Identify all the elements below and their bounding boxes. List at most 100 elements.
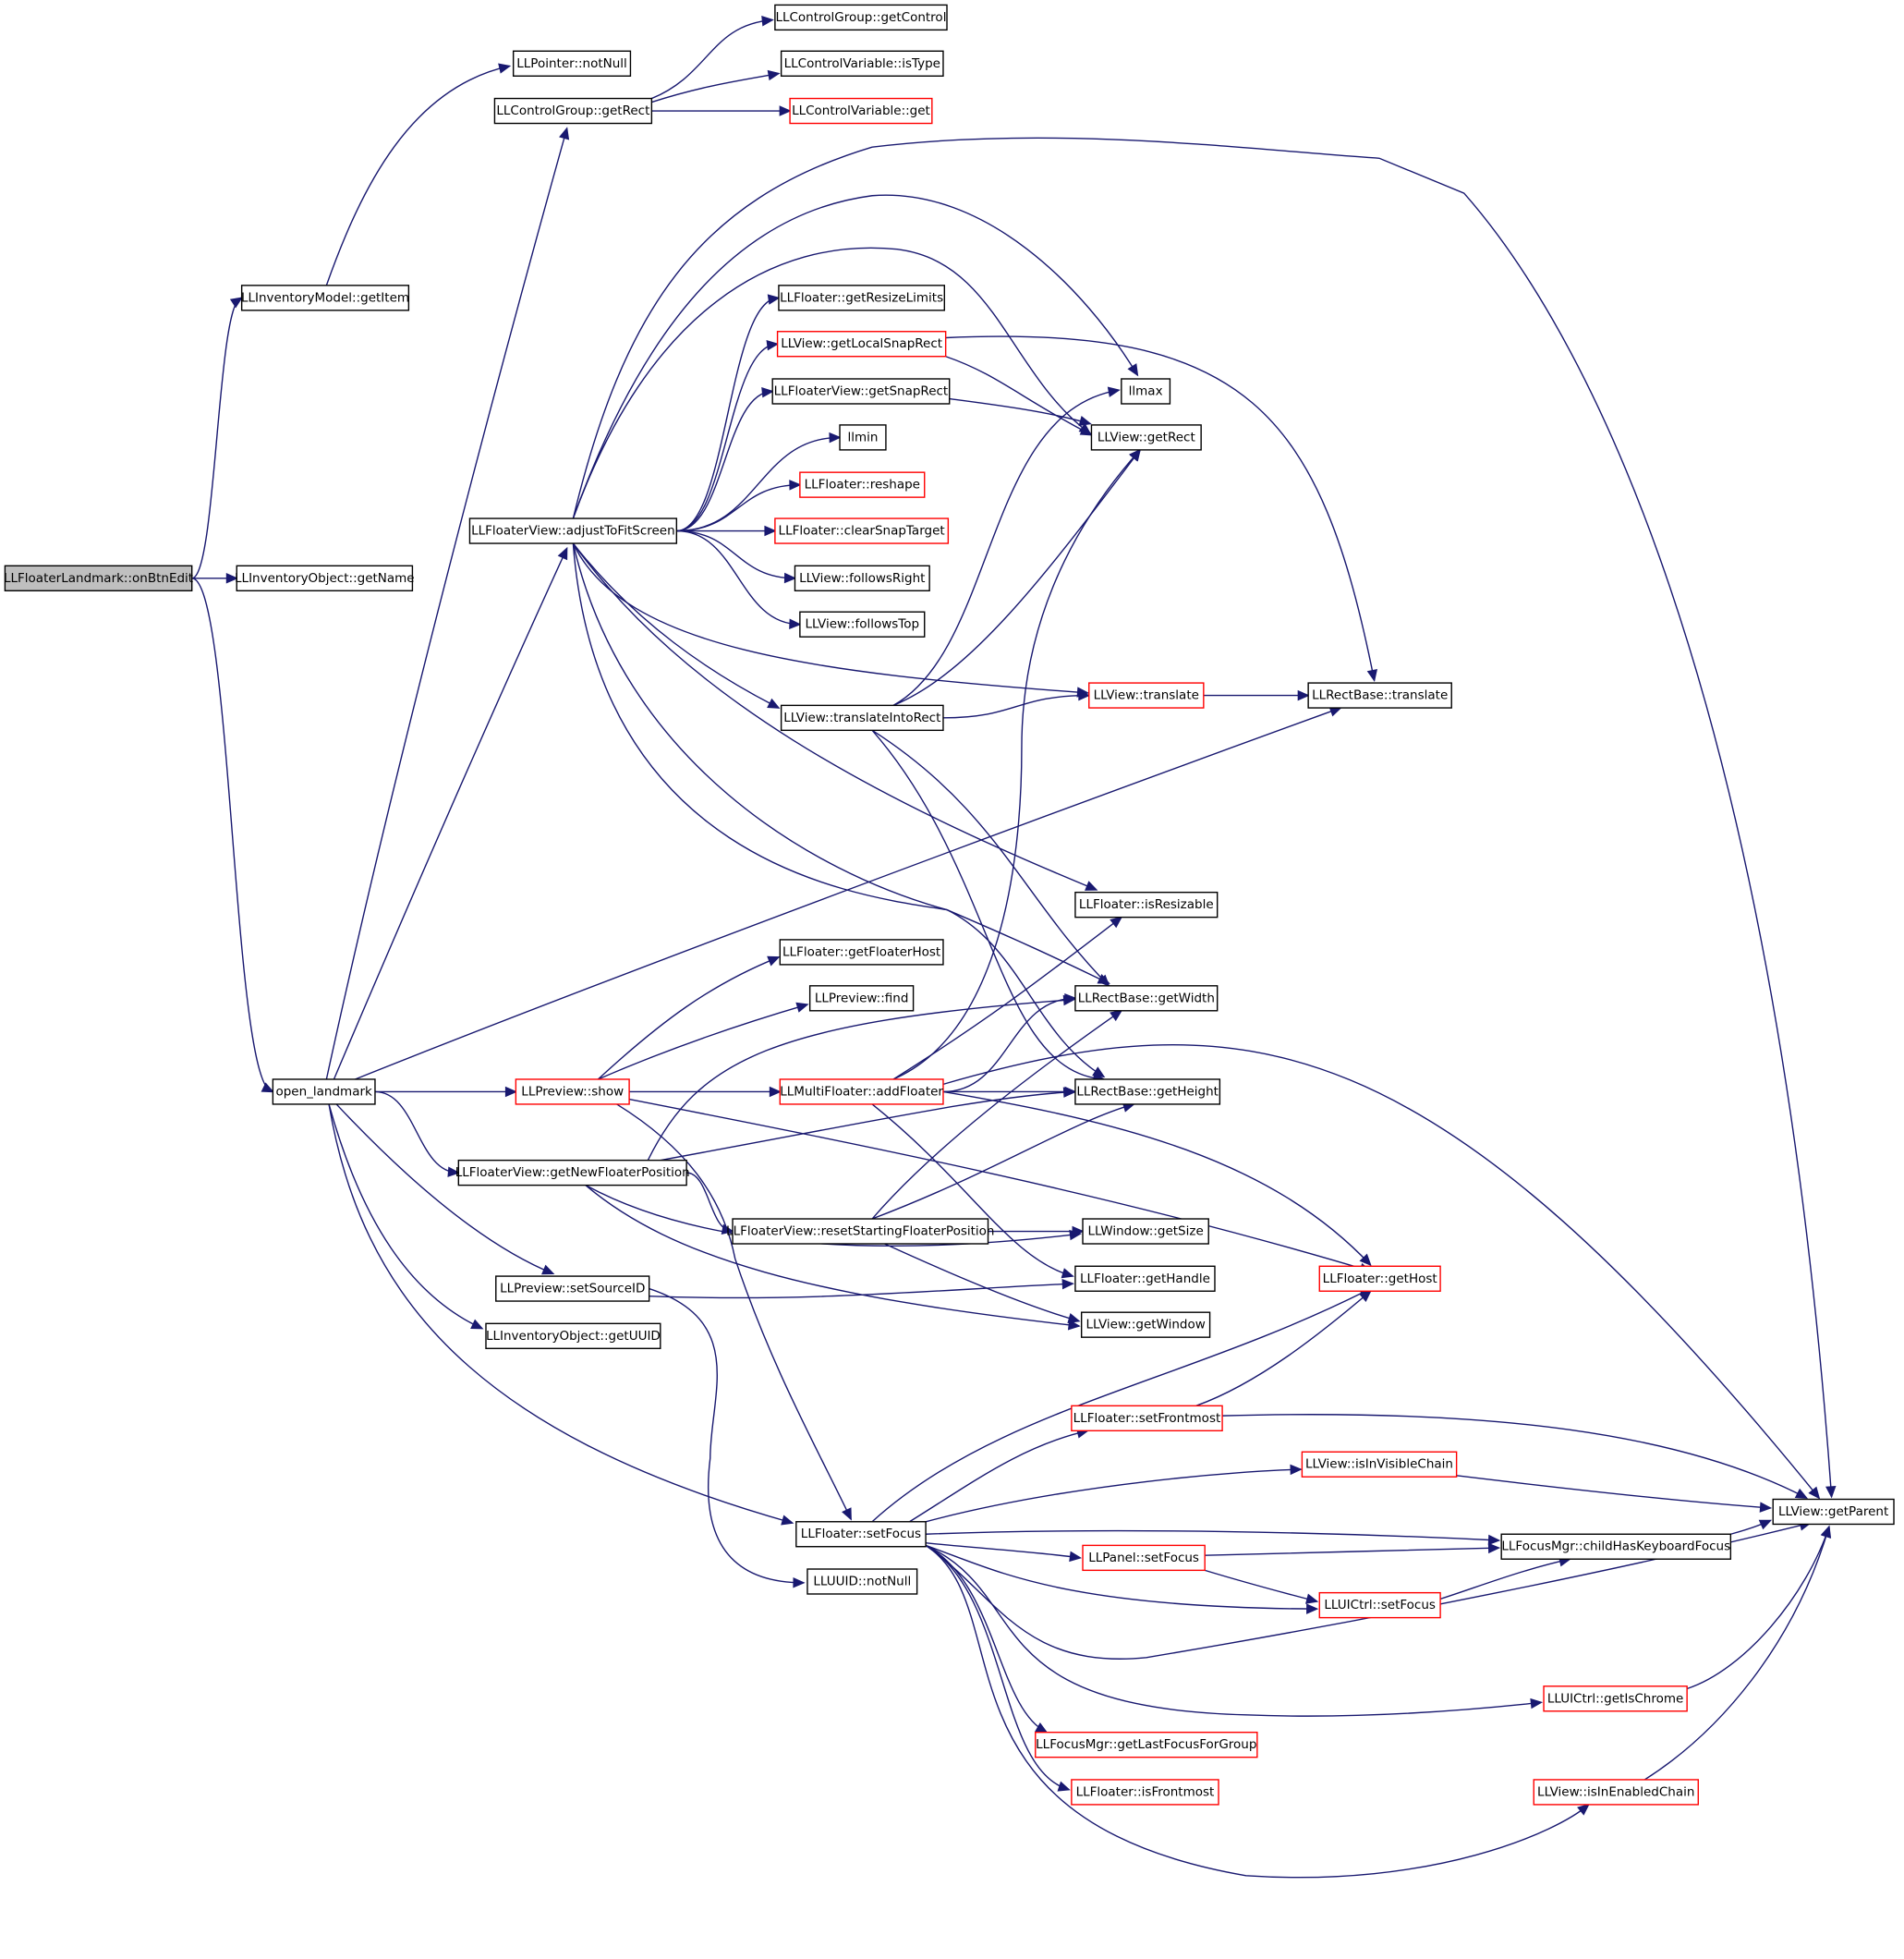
node-childHasKeyboardFocus[interactable]: LLFocusMgr::childHasKeyboardFocus: [1500, 1533, 1732, 1560]
node-previewShow[interactable]: LLPreview::show: [515, 1078, 630, 1105]
node-getWidth[interactable]: LLRectBase::getWidth: [1074, 985, 1219, 1012]
node-label: LLControlVariable::isType: [784, 56, 940, 71]
node-box: [1533, 1779, 1699, 1806]
arrowhead: [1487, 1542, 1501, 1554]
node-label: LLRectBase::getWidth: [1078, 991, 1215, 1005]
arrowhead: [767, 294, 781, 305]
node-getHeight[interactable]: LLRectBase::getHeight: [1074, 1078, 1221, 1105]
arrowhead: [1127, 363, 1139, 377]
node-uuidNotNull[interactable]: LLUUID::notNull: [806, 1568, 918, 1595]
edge-adjustToFitScreen-to-clearSnapTarget: [676, 525, 777, 537]
node-uictrlSetFocus[interactable]: LLUICtrl::setFocus: [1318, 1591, 1441, 1619]
node-getSnapRect[interactable]: LLFloaterView::getSnapRect: [771, 378, 951, 405]
node-getItem[interactable]: LLInventoryModel::getItem: [240, 285, 410, 311]
arrowhead: [842, 1507, 852, 1521]
edge-open_landmark-to-getNewFloaterPosition: [375, 1091, 460, 1177]
node-llmax[interactable]: llmax: [1121, 378, 1171, 405]
node-label: LLFloater::reshape: [805, 478, 920, 493]
arrowhead: [1061, 1278, 1074, 1290]
node-floaterSetFocus[interactable]: LLFloater::setFocus: [795, 1521, 927, 1548]
node-getHandle[interactable]: LLFloater::getHandle: [1074, 1265, 1216, 1292]
node-cgGetControl[interactable]: LLControlGroup::getControl: [774, 4, 948, 31]
node-getFloaterHost[interactable]: LLFloater::getFloaterHost: [779, 939, 944, 966]
node-followsTop[interactable]: LLView::followsTop: [799, 611, 926, 638]
node-rectTranslate[interactable]: LLRectBase::translate: [1307, 682, 1452, 709]
edge-addFloater-to-getWidth: [943, 992, 1077, 1091]
node-label: LLView::followsRight: [799, 571, 925, 586]
node-getNewFloaterPosition[interactable]: LLFloaterView::getNewFloaterPosition: [455, 1159, 690, 1186]
node-getParent[interactable]: LLView::getParent: [1772, 1498, 1895, 1526]
node-box: [808, 985, 915, 1012]
node-resetStartingFloaterPosition[interactable]: LLFloaterView::resetStartingFloaterPosit…: [726, 1218, 995, 1245]
node-box: [1318, 1265, 1441, 1292]
node-reshape[interactable]: LLFloater::reshape: [799, 471, 926, 498]
node-getHost[interactable]: LLFloater::getHost: [1318, 1265, 1441, 1292]
nodes-layer: LLFloaterLandmark::onBtnEdit LLInventoryM…: [4, 4, 1895, 1806]
node-cvIsType[interactable]: LLControlVariable::isType: [780, 50, 944, 77]
arrowhead: [767, 955, 781, 967]
node-label: LLControlGroup::getControl: [775, 10, 946, 25]
node-followsRight[interactable]: LLView::followsRight: [794, 565, 930, 591]
node-setSourceID[interactable]: LLPreview::setSourceID: [495, 1275, 650, 1302]
node-label: LLView::translateIntoRect: [783, 711, 940, 725]
node-label: LLWindow::getSize: [1087, 1224, 1203, 1239]
node-previewFind[interactable]: LLPreview::find: [808, 985, 915, 1012]
node-getLocalSnapRect[interactable]: LLView::getLocalSnapRect: [776, 331, 947, 358]
node-onBtnEdit[interactable]: LLFloaterLandmark::onBtnEdit: [4, 565, 193, 591]
node-getUUID[interactable]: LLInventoryObject::getUUID: [485, 1322, 661, 1349]
arrowhead: [1069, 1551, 1082, 1563]
node-panelSetFocus[interactable]: LLPanel::setFocus: [1082, 1544, 1206, 1572]
arrowhead: [1067, 1312, 1081, 1324]
node-label: LLRectBase::getHeight: [1076, 1084, 1219, 1099]
node-box: [799, 471, 926, 498]
edge-panelSetFocus-to-childHasKeyboardFocus: [1205, 1542, 1501, 1556]
node-getName[interactable]: LLInventoryObject::getName: [235, 565, 415, 591]
node-box: [493, 97, 653, 125]
node-isFrontmost[interactable]: LLFloater::isFrontmost: [1071, 1779, 1219, 1806]
node-setFrontmost[interactable]: LLFloater::setFrontmost: [1071, 1405, 1223, 1432]
node-open_landmark[interactable]: open_landmark: [272, 1078, 376, 1105]
node-viewGetRect[interactable]: LLView::getRect: [1090, 424, 1202, 451]
edge-floaterSetFocus-to-isInEnabledChain: [926, 1545, 1590, 1877]
edge-cgGetRect-to-cvGet: [651, 105, 792, 116]
edge-adjustToFitScreen-to-getWidth: [573, 543, 1110, 983]
arrowhead: [795, 1002, 809, 1013]
node-box: [1307, 682, 1452, 709]
edge-adjustToFitScreen-to-isResizable: [573, 543, 1098, 891]
node-translateIntoRect[interactable]: LLView::translateIntoRect: [780, 704, 944, 732]
node-isResizable[interactable]: LLFloater::isResizable: [1074, 891, 1219, 919]
edge-addFloater-to-isResizable: [893, 916, 1123, 1079]
node-isInEnabledChain[interactable]: LLView::isInEnabledChain: [1533, 1779, 1699, 1806]
node-windowGetSize[interactable]: LLWindow::getSize: [1082, 1218, 1209, 1245]
node-label: LLUUID::notNull: [813, 1575, 911, 1589]
edge-adjustToFitScreen-to-followsTop: [676, 531, 802, 629]
node-getIsChrome[interactable]: LLUICtrl::getIsChrome: [1543, 1685, 1688, 1712]
node-box: [1543, 1685, 1688, 1712]
node-getResizeLimits[interactable]: LLFloater::getResizeLimits: [778, 285, 946, 311]
node-cgGetRect[interactable]: LLControlGroup::getRect: [493, 97, 653, 125]
node-addFloater[interactable]: LLMultiFloater::addFloater: [779, 1078, 944, 1105]
arrowhead: [829, 432, 842, 444]
edge-onBtnEdit-to-getItem: [192, 298, 244, 578]
arrowhead: [764, 525, 777, 537]
node-clearSnapTarget[interactable]: LLFloater::clearSnapTarget: [774, 517, 950, 544]
edge-addFloater-to-getHost: [943, 1091, 1372, 1267]
node-notNullPtr[interactable]: LLPointer::notNull: [512, 50, 632, 77]
edge-adjustToFitScreen-to-getSnapRect: [676, 386, 774, 531]
node-cvGet[interactable]: LLControlVariable::get: [789, 97, 933, 125]
node-label: LLView::getLocalSnapRect: [781, 336, 942, 351]
node-llmin[interactable]: llmin: [839, 424, 887, 451]
node-isInVisibleChain[interactable]: LLView::isInVisibleChain: [1301, 1451, 1458, 1478]
node-getLastFocusForGroup[interactable]: LLFocusMgr::getLastFocusForGroup: [1035, 1731, 1258, 1758]
node-adjustToFitScreen[interactable]: LLFloaterView::adjustToFitScreen: [468, 517, 678, 544]
node-box: [780, 50, 944, 77]
node-viewTranslate[interactable]: LLView::translate: [1088, 682, 1205, 709]
edge-cgGetRect-to-cgGetControl: [651, 16, 774, 99]
node-label: LLFloater::isFrontmost: [1076, 1784, 1215, 1799]
node-label: LLView::getWindow: [1085, 1318, 1205, 1332]
node-box: [774, 4, 948, 31]
arrowhead: [504, 1086, 518, 1098]
node-viewGetWindow[interactable]: LLView::getWindow: [1080, 1311, 1211, 1338]
node-label: LLPointer::notNull: [516, 56, 627, 71]
arrowhead: [769, 1086, 782, 1098]
